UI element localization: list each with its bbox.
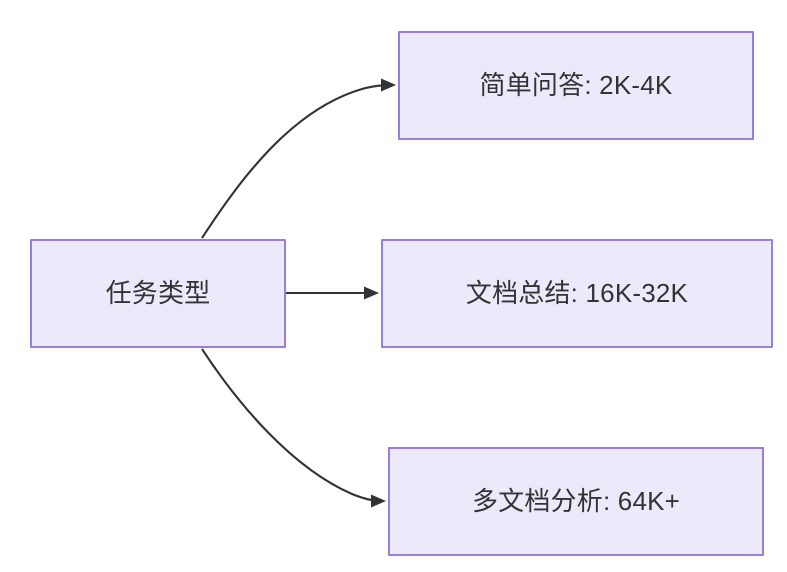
node-doc-summary[interactable]: 文档总结: 16K-32K xyxy=(381,239,773,348)
node-label-task-type: 任务类型 xyxy=(105,278,211,309)
edge-root-to-multi-doc[interactable] xyxy=(201,348,386,508)
node-multi-doc[interactable]: 多文档分析: 64K+ xyxy=(388,447,764,556)
node-label-multi-doc: 多文档分析: 64K+ xyxy=(471,486,681,517)
node-label-simple-qa: 简单问答: 2K-4K xyxy=(479,70,673,101)
node-simple-qa[interactable]: 简单问答: 2K-4K xyxy=(398,31,754,140)
edge-root-to-simple-qa[interactable] xyxy=(201,78,396,239)
edge-path-root-to-multi-doc xyxy=(201,348,383,503)
edge-path-root-to-simple-qa xyxy=(201,83,393,239)
arrowhead-icon-doc-summary xyxy=(364,286,379,300)
node-label-doc-summary: 文档总结: 16K-32K xyxy=(465,278,689,309)
arrowhead-icon-simple-qa xyxy=(381,78,396,92)
edge-root-to-doc-summary[interactable] xyxy=(286,286,379,300)
node-task-type[interactable]: 任务类型 xyxy=(30,239,286,348)
arrowhead-icon-multi-doc xyxy=(371,494,386,508)
